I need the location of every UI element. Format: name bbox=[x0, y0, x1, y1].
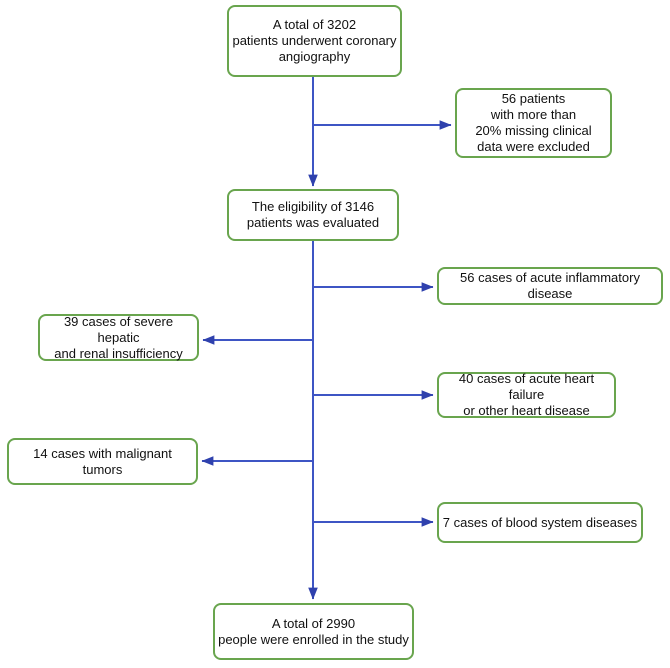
node-angiography: A total of 3202 patients underwent coron… bbox=[227, 5, 402, 77]
node-hepatic-renal: 39 cases of severe hepatic and renal ins… bbox=[38, 314, 199, 361]
node-inflammatory: 56 cases of acute inflammatory disease bbox=[437, 267, 663, 305]
node-heart-failure: 40 cases of acute heart failure or other… bbox=[437, 371, 616, 418]
node-excluded-missing-data: 56 patients with more than 20% missing c… bbox=[455, 88, 612, 158]
node-eligibility: The eligibility of 3146 patients was eva… bbox=[227, 189, 399, 241]
node-blood-diseases: 7 cases of blood system diseases bbox=[437, 502, 643, 543]
node-malignant-tumors: 14 cases with malignant tumors bbox=[7, 438, 198, 485]
node-enrolled: A total of 2990 people were enrolled in … bbox=[213, 603, 414, 660]
